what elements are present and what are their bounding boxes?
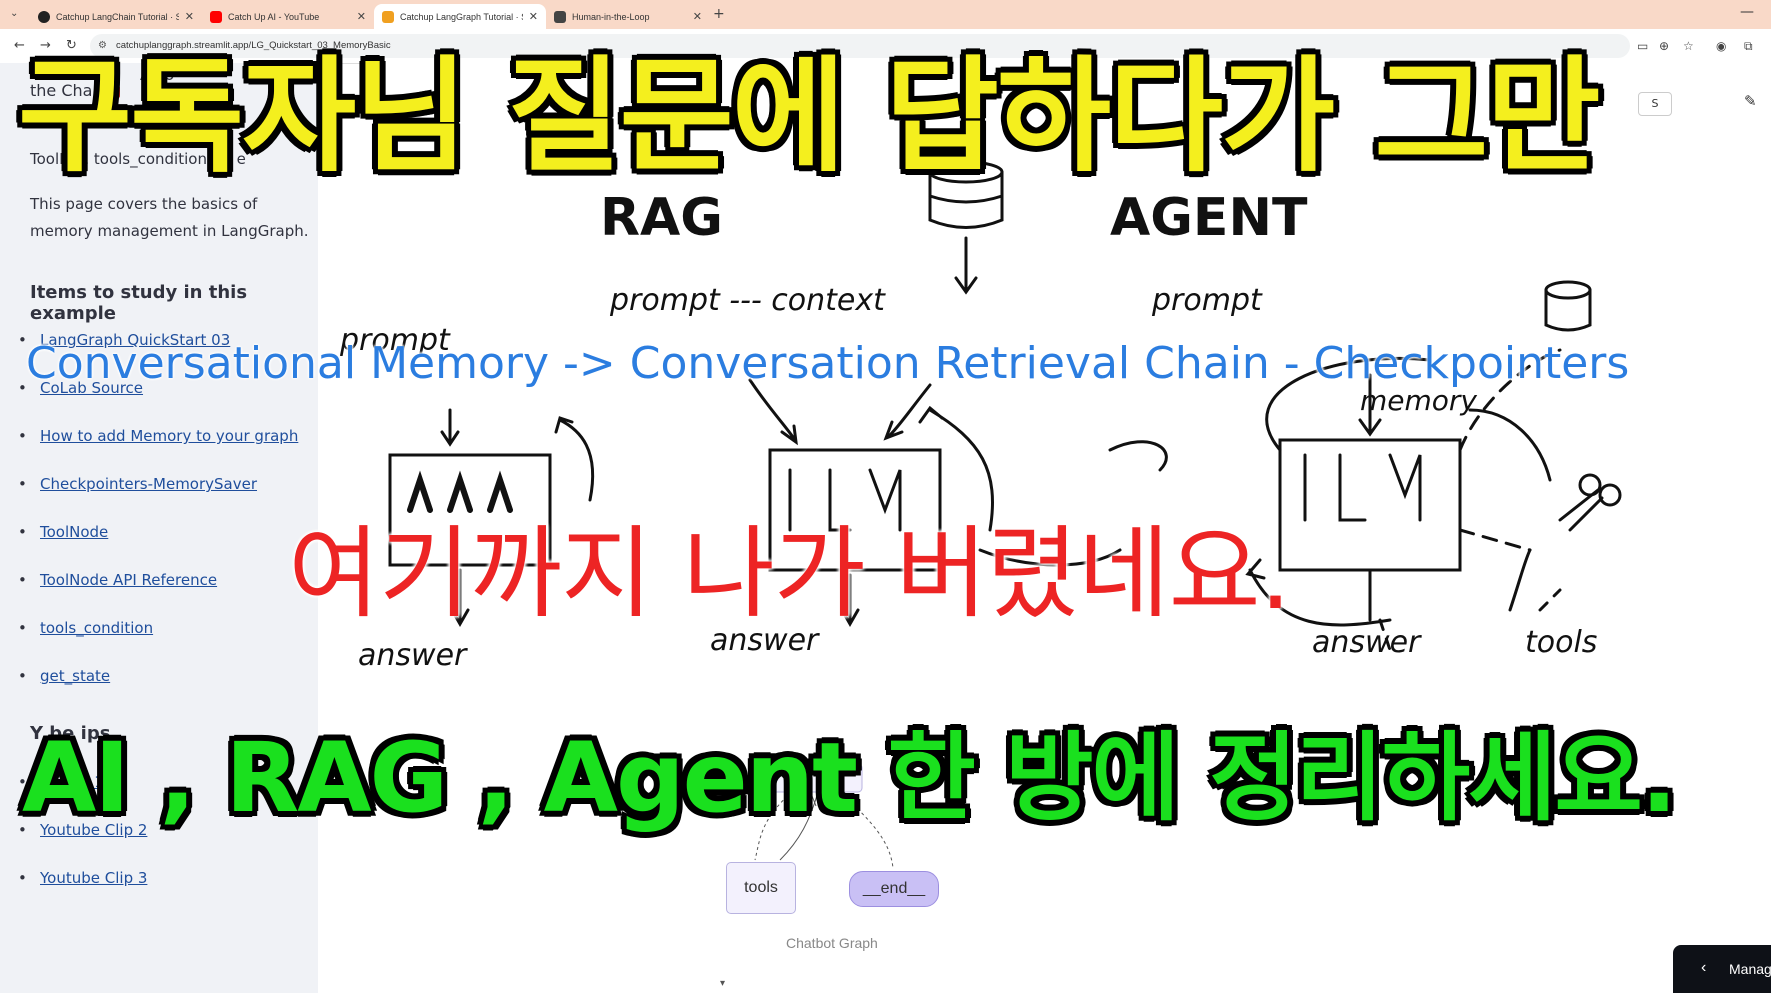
- bookmark-star-icon[interactable]: ☆: [1683, 39, 1694, 53]
- link-tools-condition[interactable]: tools_condition: [40, 619, 153, 637]
- overlay-title-top: 구독자님 질문에 답하다가 그만: [18, 42, 1599, 192]
- sketch-prompt-3: prompt: [1151, 283, 1263, 318]
- sidebar-intro: This page covers the basics of memory ma…: [30, 191, 310, 245]
- sidebar: Ac o the Cha t ToolN e, tools_condition,…: [0, 63, 318, 993]
- tab-label: Catch Up AI - YouTube: [228, 12, 351, 22]
- new-tab-icon[interactable]: +: [713, 6, 725, 22]
- browser-tab-bar: ⌄ Catchup LangChain Tutorial · St ✕ Catc…: [0, 0, 1771, 30]
- close-icon[interactable]: ✕: [529, 10, 538, 23]
- overlay-title-bottom: AI , RAG , Agent 한 방에 정리하세요.: [22, 700, 1675, 839]
- tab-human-in-loop[interactable]: Human-in-the-Loop ✕: [546, 4, 710, 29]
- favicon-icon: [382, 11, 394, 23]
- manage-app-button[interactable]: ‹ Manag: [1673, 945, 1771, 993]
- expand-arrow-icon[interactable]: ▾: [720, 978, 725, 989]
- sketch-answer-3: answer: [1312, 625, 1422, 660]
- zoom-icon[interactable]: ⊕: [1659, 39, 1669, 53]
- favicon-icon: [38, 11, 50, 23]
- overlay-subtitle-blue: Conversational Memory -> Conversation Re…: [26, 338, 1629, 389]
- edit-pencil-icon[interactable]: ✎: [1744, 92, 1757, 110]
- cast-icon[interactable]: ▭: [1637, 39, 1648, 53]
- sketch-tools: tools: [1525, 625, 1597, 660]
- close-icon[interactable]: ✕: [357, 10, 366, 23]
- manage-label: Manag: [1729, 961, 1771, 977]
- sketch-rag: RAG: [600, 188, 723, 248]
- tab-label: Catchup LangChain Tutorial · St: [56, 12, 179, 22]
- sketch-answer-1: answer: [358, 638, 468, 673]
- sketch-agent: AGENT: [1110, 188, 1308, 248]
- link-add-memory[interactable]: How to add Memory to your graph: [40, 427, 298, 445]
- link-checkpointers[interactable]: Checkpointers-MemorySaver: [40, 475, 257, 493]
- s-button[interactable]: S: [1638, 92, 1672, 116]
- tab-search-icon[interactable]: ⌄: [10, 8, 18, 19]
- graph-caption: Chatbot Graph: [786, 935, 878, 951]
- tab-label: Human-in-the-Loop: [572, 12, 687, 22]
- close-icon[interactable]: ✕: [693, 10, 702, 23]
- link-youtube-clip-3[interactable]: Youtube Clip 3: [40, 869, 147, 887]
- link-toolnode[interactable]: ToolNode: [40, 523, 108, 541]
- rag-agent-sketch: RAG AGENT prompt prompt --- context prom…: [330, 150, 1680, 750]
- study-heading: Items to study in this example: [30, 282, 318, 324]
- link-toolnode-api[interactable]: ToolNode API Reference: [40, 571, 217, 589]
- youtube-icon: [210, 11, 222, 23]
- minimize-icon[interactable]: —: [1740, 4, 1754, 20]
- sketch-prompt-context: prompt --- context: [609, 283, 886, 318]
- favicon-icon: [554, 11, 566, 23]
- chevron-left-icon: ‹: [1701, 959, 1706, 977]
- tab-langchain[interactable]: Catchup LangChain Tutorial · St ✕: [30, 4, 202, 29]
- close-icon[interactable]: ✕: [185, 10, 194, 23]
- tab-langgraph[interactable]: Catchup LangGraph Tutorial · St ✕: [374, 4, 546, 29]
- overlay-text-red: 여기까지 나가 버렸네요.: [288, 492, 1290, 637]
- tab-youtube[interactable]: Catch Up AI - YouTube ✕: [202, 4, 374, 29]
- graph-node-end: __end__: [849, 871, 939, 907]
- tab-label: Catchup LangGraph Tutorial · St: [400, 12, 523, 22]
- incognito-icon[interactable]: ◉: [1716, 39, 1726, 53]
- graph-node-tools: tools: [726, 862, 796, 914]
- link-get-state[interactable]: get_state: [40, 667, 110, 685]
- extensions-icon[interactable]: ⧉: [1744, 39, 1753, 54]
